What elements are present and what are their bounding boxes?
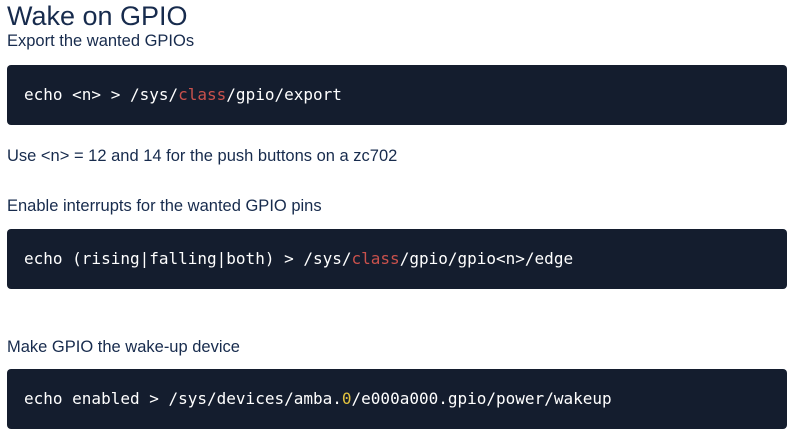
code-block-power-wakeup: echo enabled > /sys/devices/amba.0/e000a… bbox=[7, 369, 787, 429]
code-highlight-zero: 0 bbox=[341, 389, 352, 408]
intro-text: Export the wanted GPIOs bbox=[7, 32, 195, 50]
code-segment: /e000a000.gpio/power/wakeup bbox=[351, 389, 612, 408]
code-segment: echo <n> > /sys/ bbox=[24, 85, 179, 104]
code-segment: echo (rising|falling|both) > /sys/ bbox=[24, 249, 352, 268]
wiki-page: Wake on GPIO Export the wanted GPIOs ech… bbox=[7, 1, 787, 429]
code-line: echo (rising|falling|both) > /sys/class/… bbox=[24, 249, 573, 268]
code-highlight-class: class bbox=[351, 249, 400, 268]
note-push-buttons: Use <n> = 12 and 14 for the push buttons… bbox=[7, 147, 398, 165]
code-segment: /gpio/gpio<n>/edge bbox=[399, 249, 574, 268]
code-line: echo enabled > /sys/devices/amba.0/e000a… bbox=[24, 389, 612, 408]
code-line: echo <n> > /sys/class/gpio/export bbox=[24, 85, 342, 104]
code-segment: /gpio/export bbox=[226, 85, 342, 104]
code-highlight-class: class bbox=[178, 85, 227, 104]
note-make-wakeup: Make GPIO the wake-up device bbox=[7, 338, 240, 356]
code-segment: echo enabled > /sys/devices/amba. bbox=[24, 389, 342, 408]
note-enable-interrupts: Enable interrupts for the wanted GPIO pi… bbox=[7, 197, 322, 215]
code-block-edge-interrupts: echo (rising|falling|both) > /sys/class/… bbox=[7, 229, 787, 289]
page-title: Wake on GPIO bbox=[7, 1, 188, 31]
code-block-export-gpio: echo <n> > /sys/class/gpio/export bbox=[7, 65, 787, 125]
